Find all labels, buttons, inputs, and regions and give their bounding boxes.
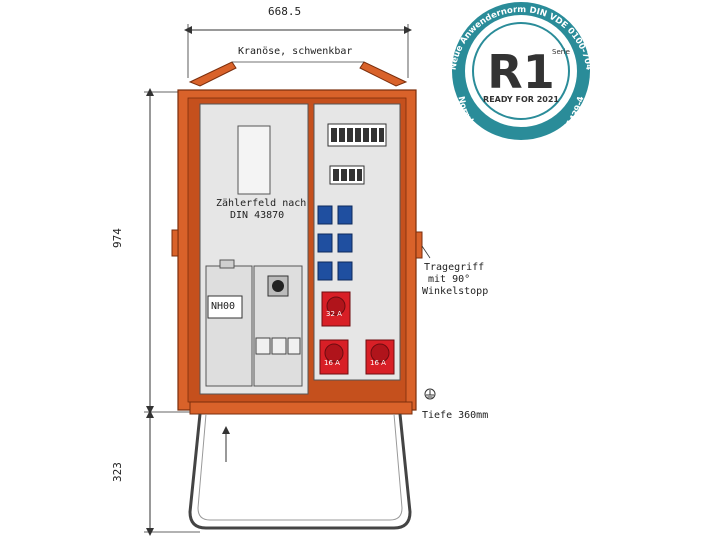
badge-serie: Serie <box>552 48 570 56</box>
cee-32a-label: 32 A <box>326 310 342 318</box>
schuko-socket <box>317 205 333 225</box>
width-dimension <box>184 24 412 78</box>
crane-eye-roof <box>188 61 408 87</box>
cee-socket-16a-right <box>365 339 395 375</box>
nh-fuse-compartment <box>205 259 253 387</box>
depth-label: Tiefe 360mm <box>422 410 489 421</box>
width-dimension-label: 668.5 <box>268 5 302 18</box>
meter-field-label-line1: Zählerfeld nach <box>216 198 307 209</box>
schuko-socket <box>337 233 353 253</box>
r1-badge: Neue Anwendernorm DIN VDE 0100-704 Normk… <box>448 2 594 154</box>
badge-ready: READY FOR 2021 <box>483 95 559 104</box>
badge-model: R1 <box>487 45 554 99</box>
meter-window <box>237 125 271 195</box>
schuko-socket <box>317 261 333 281</box>
nh-fuse-label: NH00 <box>211 301 236 312</box>
main-switch-compartment <box>253 265 303 387</box>
schuko-sockets <box>317 205 353 281</box>
crane-eye-label: Kranöse, schwenkbar <box>238 46 353 57</box>
handle-label-line1: Tragegriff <box>424 262 485 273</box>
cabinet-stand <box>188 401 413 530</box>
schuko-socket <box>317 233 333 253</box>
ground-symbol-icon <box>424 388 436 400</box>
meter-field-label-line2: DIN 43870 <box>230 210 285 221</box>
handle-label-line2: mit 90° <box>428 274 471 285</box>
cee-socket-16a-left <box>319 339 349 375</box>
cee-16a-left-label: 16 A <box>324 359 340 367</box>
main-switch-knob[interactable] <box>272 280 284 292</box>
handle-label-line3: Winkelstopp <box>422 286 489 297</box>
breaker-row-bottom <box>329 165 365 185</box>
breaker-row-top <box>327 123 387 147</box>
cee-16a-right-label: 16 A <box>370 359 386 367</box>
height-stand-label: 323 <box>111 462 124 482</box>
schuko-socket <box>337 205 353 225</box>
height-cabinet-label: 974 <box>111 228 124 248</box>
schuko-socket <box>337 261 353 281</box>
height-dimension <box>144 88 200 536</box>
cee-socket-32a <box>321 291 351 327</box>
